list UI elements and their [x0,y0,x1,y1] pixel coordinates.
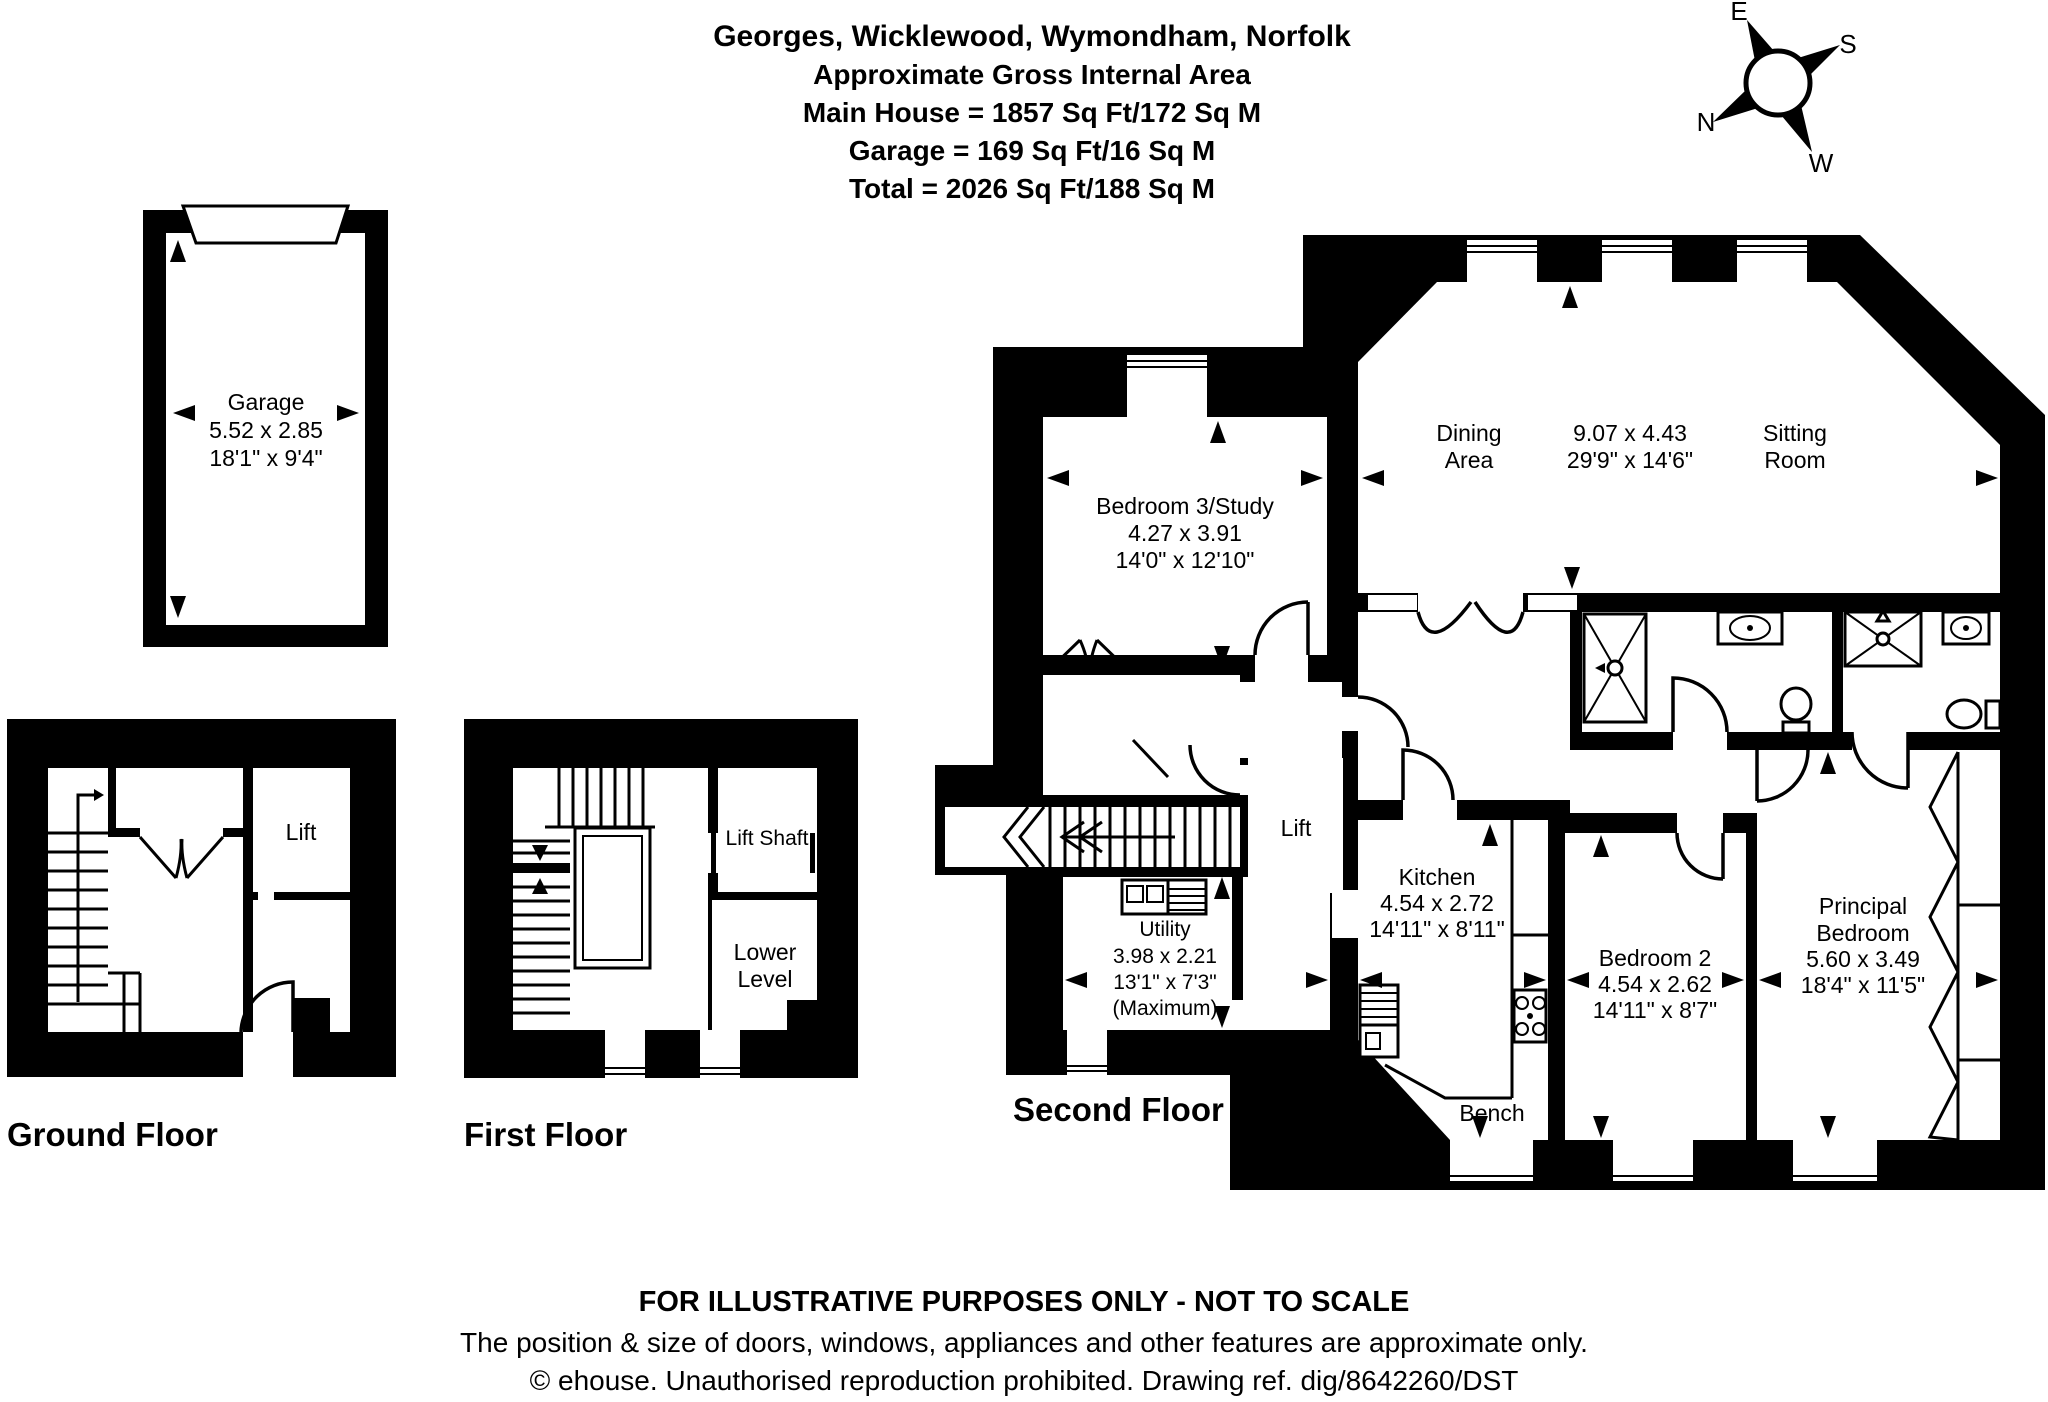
bench-label: Bench [1459,1100,1524,1126]
compass-west: W [1809,148,1834,178]
rooms [945,282,2000,1140]
footer-block: FOR ILLUSTRATIVE PURPOSES ONLY - NOT TO … [460,1286,1588,1396]
principal-size-metric: 5.60 x 3.49 [1806,946,1920,972]
reception-size-metric: 9.07 x 4.43 [1573,420,1687,446]
windows [605,1030,740,1078]
kitchen-label: Kitchen [1399,864,1476,890]
kitchen-counter [1384,820,1548,1100]
washer-icon [1166,878,1208,916]
sink-icon [1716,610,1784,646]
dining-area-label-2: Area [1445,447,1494,473]
bedroom3-label: Bedroom 3/Study [1096,493,1274,519]
reception-size-imperial: 29'9" x 14'6" [1567,447,1693,473]
bedroom2-label: Bedroom 2 [1599,945,1712,971]
dimension-arrows [170,240,359,618]
footer-line-1: FOR ILLUSTRATIVE PURPOSES ONLY - NOT TO … [639,1286,1410,1318]
garage-size-imperial: 18'1" x 9'4" [209,445,322,471]
compass-south: S [1839,29,1856,59]
utility-label: Utility [1139,918,1191,941]
principal-size-imperial: 18'4" x 11'5" [1801,972,1925,998]
double-door [138,836,225,879]
shower-icon [1582,612,1648,724]
lift-shaft-doors [708,833,817,873]
fridge-icon [1358,983,1400,1059]
ground-lift-label: Lift [286,819,317,845]
staircase [1002,806,1232,868]
interior-walls [108,768,330,1032]
bedroom2-size-metric: 4.54 x 2.62 [1598,971,1712,997]
second-floor-plan: Bedroom 3/Study 4.27 x 3.91 14'0" x 12'1… [935,235,2045,1190]
second-floor-title: Second Floor [1013,1091,1224,1128]
utility-sink-icon [1120,878,1170,916]
footer-line-2: The position & size of doors, windows, a… [460,1327,1588,1358]
title-line-2: Approximate Gross Internal Area [813,59,1251,90]
dimension-arrows [1047,286,1998,1138]
utility-qualifier: (Maximum) [1113,997,1218,1020]
entrance-door-arc [239,980,295,1033]
rooms [48,768,350,1077]
garage-plan: Garage 5.52 x 2.85 18'1" x 9'4" [143,204,388,647]
utility-size-metric: 3.98 x 2.21 [1113,945,1217,968]
first-floor-plan: Lift Shaft Lower Level First Floor [464,719,858,1153]
principal-label-2: Bedroom [1816,920,1909,946]
title-line-4: Garage = 169 Sq Ft/16 Sq M [849,135,1215,166]
title-line-3: Main House = 1857 Sq Ft/172 Sq M [803,97,1261,128]
title-line-5: Total = 2026 Sq Ft/188 Sq M [849,173,1215,204]
garage-room-label: Garage [228,389,305,415]
garage-door [180,204,351,245]
title-line-1: Georges, Wicklewood, Wymondham, Norfolk [713,20,1351,53]
dining-area-label-1: Dining [1436,420,1501,446]
compass-east: E [1730,0,1747,26]
garage-size-metric: 5.52 x 2.85 [209,417,323,443]
windows [1067,240,1877,1183]
ensuite-toilet-icon [1945,698,2002,730]
title-block: Georges, Wicklewood, Wymondham, Norfolk … [713,20,1351,204]
bedroom3-size-metric: 4.27 x 3.91 [1128,520,1242,546]
hob-icon [1512,988,1548,1044]
staircase [48,789,142,1032]
bedroom3-size-imperial: 14'0" x 12'10" [1116,547,1255,573]
ensuite-shower-icon [1843,608,1923,668]
staircase [513,768,655,1015]
toilet-icon [1779,686,1813,735]
principal-label-1: Principal [1819,893,1907,919]
lift-shaft-label: Lift Shaft [726,827,809,850]
sitting-room-label-2: Room [1764,447,1825,473]
lower-level-label-1: Lower [734,939,797,965]
lower-level-label-2: Level [738,966,793,992]
compass-north: N [1697,107,1716,137]
bedroom2-size-imperial: 14'11" x 8'7" [1593,997,1717,1023]
first-floor-title: First Floor [464,1116,627,1153]
wardrobe-icon [1927,751,2000,1142]
kitchen-size-metric: 4.54 x 2.72 [1380,890,1494,916]
compass-rose-icon: E S N W [1697,0,1857,178]
ground-floor-plan: Lift Ground Floor [7,719,396,1153]
kitchen-size-imperial: 14'11" x 8'11" [1369,916,1505,942]
footer-line-3: © ehouse. Unauthorised reproduction proh… [530,1365,1519,1396]
door-arcs [1045,600,1910,881]
ground-floor-title: Ground Floor [7,1116,218,1153]
utility-size-imperial: 13'1" x 7'3" [1113,971,1217,994]
second-lift-label: Lift [1281,815,1312,841]
ensuite-sink-icon [1941,610,1991,646]
sitting-room-label-1: Sitting [1763,420,1827,446]
